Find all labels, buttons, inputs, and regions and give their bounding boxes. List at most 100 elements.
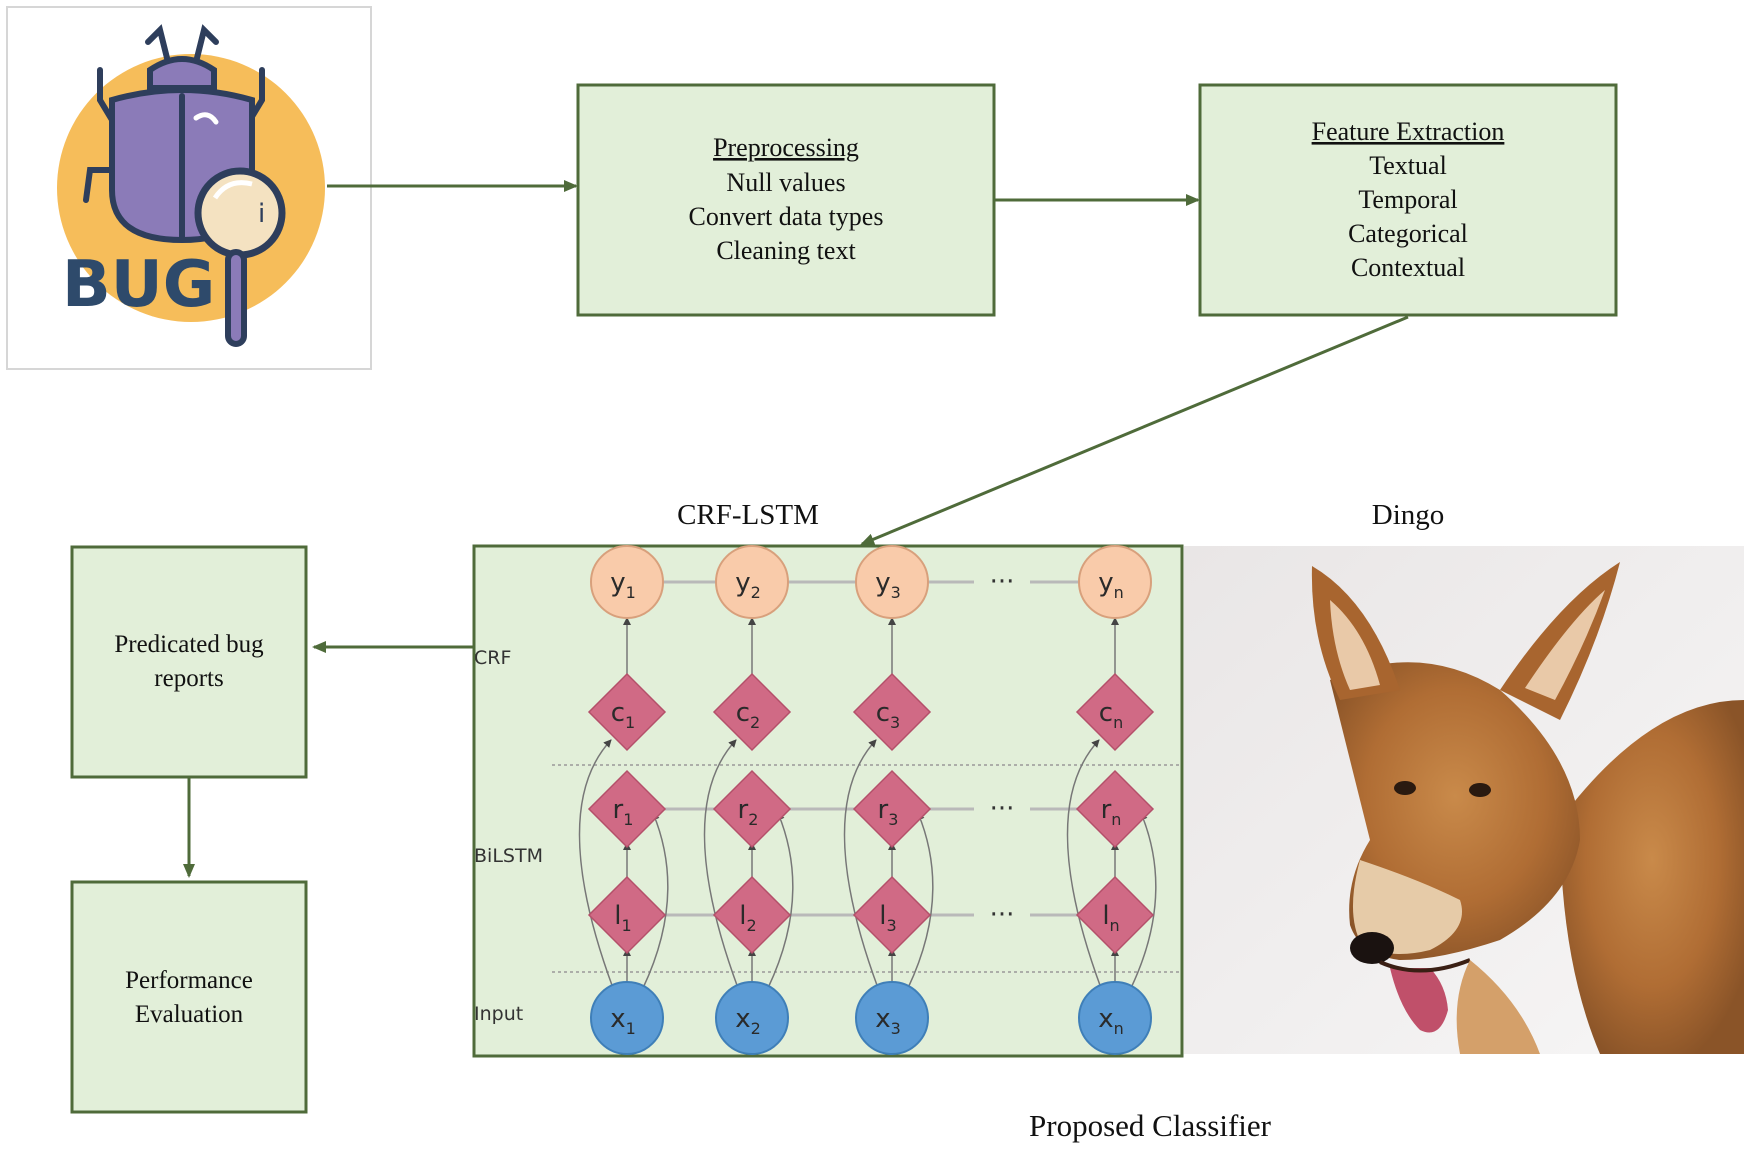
dingo-body xyxy=(1560,700,1744,1054)
node-subscript: 1 xyxy=(626,1019,636,1038)
predicated-line: Predicated bug xyxy=(114,631,264,658)
preprocessing-box: Preprocessing Null values Convert data t… xyxy=(576,83,996,317)
node-y xyxy=(715,545,789,619)
dingo-photo xyxy=(1184,546,1744,1054)
crf-lstm-title: CRF-LSTM xyxy=(677,499,819,531)
node-x-label: x2 xyxy=(735,1004,761,1038)
bug-label: BUG xyxy=(62,248,215,322)
preprocessing-item: Convert data types xyxy=(689,202,884,231)
node-l-label: l2 xyxy=(739,901,756,935)
edge-skip-arc xyxy=(578,739,614,989)
feature-extraction-box: Feature Extraction Textual Temporal Cate… xyxy=(1198,83,1618,317)
predicated-bug-reports-box: Predicated bug reports xyxy=(70,545,308,779)
feature-item: Temporal xyxy=(1358,185,1457,214)
node-subscript: 2 xyxy=(751,1019,761,1038)
node-subscript: n xyxy=(1113,713,1123,732)
node-y xyxy=(855,545,929,619)
node-c xyxy=(587,672,667,752)
preprocessing-title: Preprocessing xyxy=(713,133,859,162)
dingo-left-ear-inner xyxy=(1330,600,1380,690)
node-subscript: 3 xyxy=(890,713,900,732)
node-subscript: 2 xyxy=(748,810,758,829)
node-subscript: 1 xyxy=(625,713,635,732)
node-l-label: l1 xyxy=(614,901,631,935)
node-subscript: n xyxy=(1114,583,1124,602)
node-subscript: 1 xyxy=(626,583,636,602)
node-subscript: 2 xyxy=(750,713,760,732)
crf-lstm-panel: CRF BiLSTM Input ·········y1c1r1l1x1y2c2… xyxy=(472,544,1184,1058)
layer-label-bilstm: BiLSTM xyxy=(474,845,543,867)
node-r-label: rn xyxy=(1101,795,1122,829)
edge-skip-arc xyxy=(1130,812,1157,989)
node-subscript: 2 xyxy=(747,916,757,935)
arrow-features-to-crf-lstm xyxy=(860,315,1409,546)
node-y xyxy=(1078,545,1152,619)
node-x-label: x3 xyxy=(875,1004,901,1038)
node-y-label: y3 xyxy=(875,568,901,602)
node-r-label: r3 xyxy=(878,795,899,829)
node-c-label: c1 xyxy=(611,698,635,732)
node-l-label: l3 xyxy=(879,901,896,935)
node-subscript: 1 xyxy=(622,916,632,935)
ellipsis: ··· xyxy=(990,794,1015,824)
performance-line: Evaluation xyxy=(135,1001,244,1028)
predicated-line: reports xyxy=(154,665,223,692)
dingo-tongue xyxy=(1390,968,1448,1033)
feature-item: Contextual xyxy=(1351,253,1465,282)
node-l-label: ln xyxy=(1102,901,1119,935)
preprocessing-item: Cleaning text xyxy=(716,236,856,265)
node-subscript: 3 xyxy=(888,810,898,829)
performance-evaluation-box: Performance Evaluation xyxy=(70,880,308,1114)
preprocessing-item: Null values xyxy=(726,168,845,197)
edge-skip-arc xyxy=(642,812,669,989)
dingo-eye xyxy=(1394,781,1416,795)
node-subscript: n xyxy=(1111,810,1121,829)
edge-skip-arc xyxy=(843,739,879,989)
node-subscript: n xyxy=(1110,916,1120,935)
node-l xyxy=(587,875,667,955)
node-subscript: 3 xyxy=(891,583,901,602)
node-y-label: yn xyxy=(1098,568,1124,602)
feature-item: Categorical xyxy=(1348,219,1468,248)
dingo-title: Dingo xyxy=(1372,499,1445,531)
footer-caption: Proposed Classifier xyxy=(1029,1108,1272,1143)
node-y-label: y1 xyxy=(610,568,636,602)
node-r xyxy=(1075,769,1155,849)
node-x xyxy=(715,981,789,1055)
node-subscript: 2 xyxy=(751,583,761,602)
node-subscript: 3 xyxy=(891,1019,901,1038)
edge-skip-arc xyxy=(907,812,934,989)
node-subscript: n xyxy=(1114,1019,1124,1038)
magnifier-icon: i xyxy=(194,167,286,347)
node-r xyxy=(587,769,667,849)
dingo-muzzle xyxy=(1352,860,1462,954)
node-c xyxy=(852,672,932,752)
node-l xyxy=(712,875,792,955)
node-r xyxy=(712,769,792,849)
node-subscript: 3 xyxy=(887,916,897,935)
layer-label-input: Input xyxy=(474,1003,523,1025)
edge-skip-arc xyxy=(767,812,794,989)
node-r-label: r1 xyxy=(613,795,634,829)
ellipsis: ··· xyxy=(990,900,1015,930)
node-x xyxy=(590,981,664,1055)
network-graph: ·········y1c1r1l1x1y2c2r2l2x2y3c3r3l3x3y… xyxy=(578,545,1157,1055)
node-l xyxy=(852,875,932,955)
node-x-label: xn xyxy=(1098,1004,1124,1038)
layer-label-crf: CRF xyxy=(474,647,511,669)
node-r xyxy=(852,769,932,849)
node-y xyxy=(590,545,664,619)
node-c-label: cn xyxy=(1099,698,1123,732)
node-c xyxy=(712,672,792,752)
ellipsis: ··· xyxy=(990,567,1015,597)
bug-icon-panel: i BUG xyxy=(6,6,372,370)
edge-skip-arc xyxy=(1066,739,1102,989)
feature-item: Textual xyxy=(1369,151,1447,180)
dingo-eye xyxy=(1469,783,1491,797)
dingo-nose xyxy=(1350,932,1394,964)
node-y-label: y2 xyxy=(735,568,761,602)
performance-line: Performance xyxy=(125,967,253,994)
node-l xyxy=(1075,875,1155,955)
svg-text:i: i xyxy=(258,199,265,229)
node-x-label: x1 xyxy=(610,1004,636,1038)
